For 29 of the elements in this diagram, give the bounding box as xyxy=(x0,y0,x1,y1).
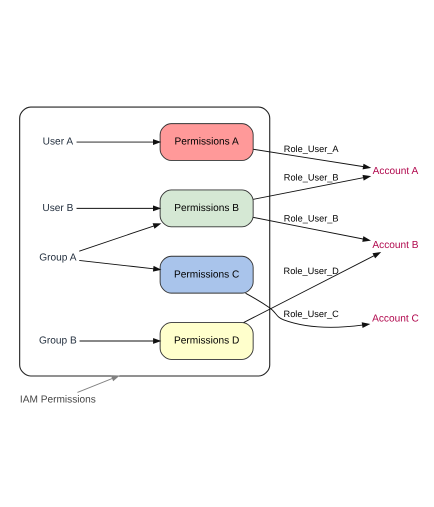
node-text: User A xyxy=(42,136,74,148)
arrow xyxy=(76,139,162,145)
arrow xyxy=(76,205,162,212)
arrow xyxy=(252,148,372,170)
node-text: Group B xyxy=(39,336,77,347)
node-box: Permissions B xyxy=(160,189,254,228)
edge-label: Role_User_B xyxy=(284,213,339,224)
arrow xyxy=(252,174,372,200)
arrow xyxy=(245,292,370,328)
arrow xyxy=(78,223,162,252)
arrow xyxy=(243,252,382,323)
cluster xyxy=(19,106,270,377)
node-box: Permissions A xyxy=(160,123,254,161)
node-text: Group A xyxy=(39,252,76,264)
edge-label: Role_User_A xyxy=(284,144,339,154)
edge-label: Role_User_B xyxy=(284,172,339,183)
node-box: Permissions C xyxy=(160,256,254,294)
node-text: Account C xyxy=(372,313,419,324)
node-text: IAM Permissions xyxy=(20,394,96,406)
node-text: User B xyxy=(42,202,74,214)
arrow xyxy=(78,260,162,272)
node-text: Account B xyxy=(372,240,419,251)
node-text: Account A xyxy=(372,166,418,178)
node-box: Permissions D xyxy=(160,322,254,360)
edge-label: Role_User_D xyxy=(284,266,339,276)
arrow xyxy=(76,375,120,393)
arrow xyxy=(252,216,371,242)
arrow xyxy=(79,338,162,344)
edge-label: Role_User_C xyxy=(284,309,339,320)
